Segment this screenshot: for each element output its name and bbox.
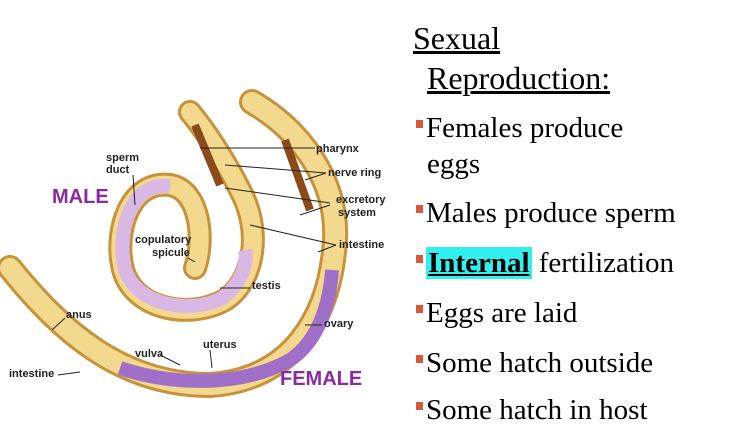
bullet-marker-icon — [416, 120, 423, 129]
label-vulva: vulva — [135, 348, 164, 360]
label-anus: anus — [66, 309, 92, 321]
bullet-item: Eggs are laid — [416, 297, 577, 329]
slide-title-line1: Sexual — [413, 20, 501, 56]
bullet-marker-icon — [416, 255, 423, 264]
label-spicule: spicule — [152, 247, 190, 259]
label-male: MALE — [52, 186, 109, 208]
label-female: FEMALE — [280, 368, 363, 390]
slide-title-line2: Reproduction: — [427, 60, 611, 96]
bullet-marker-icon — [416, 355, 423, 364]
label-uterus: uterus — [203, 339, 237, 351]
label-intestine-left: intestine — [9, 368, 55, 380]
label-system: system — [338, 207, 376, 219]
female-ovary — [117, 269, 339, 388]
label-intestine-right: intestine — [339, 239, 385, 251]
label-sperm: sperm — [106, 152, 140, 164]
label-excretory: excretory — [336, 194, 386, 206]
bullet-item: Females produce — [416, 112, 623, 144]
bullet-item: Internal fertilization — [416, 247, 674, 279]
bullet-item: Males produce sperm — [416, 197, 676, 229]
label-duct: duct — [106, 164, 130, 176]
label-pharynx: pharynx — [316, 143, 359, 155]
bullet-item: Some hatch in host — [416, 394, 648, 426]
bullet-marker-icon — [416, 305, 423, 314]
label-ovary: ovary — [324, 318, 354, 330]
bullet-marker-icon — [416, 402, 423, 411]
bullet-item: Some hatch outside — [416, 347, 653, 379]
bullet-continuation: eggs — [427, 148, 481, 180]
nematode-diagram — [0, 89, 349, 399]
label-testis: testis — [252, 280, 281, 292]
male-testis — [115, 178, 253, 313]
label-nerve-ring: nerve ring — [328, 167, 382, 179]
bullet-marker-icon — [416, 205, 423, 214]
label-copulatory: copulatory — [135, 234, 192, 246]
highlighted-term: Internal — [426, 247, 532, 279]
